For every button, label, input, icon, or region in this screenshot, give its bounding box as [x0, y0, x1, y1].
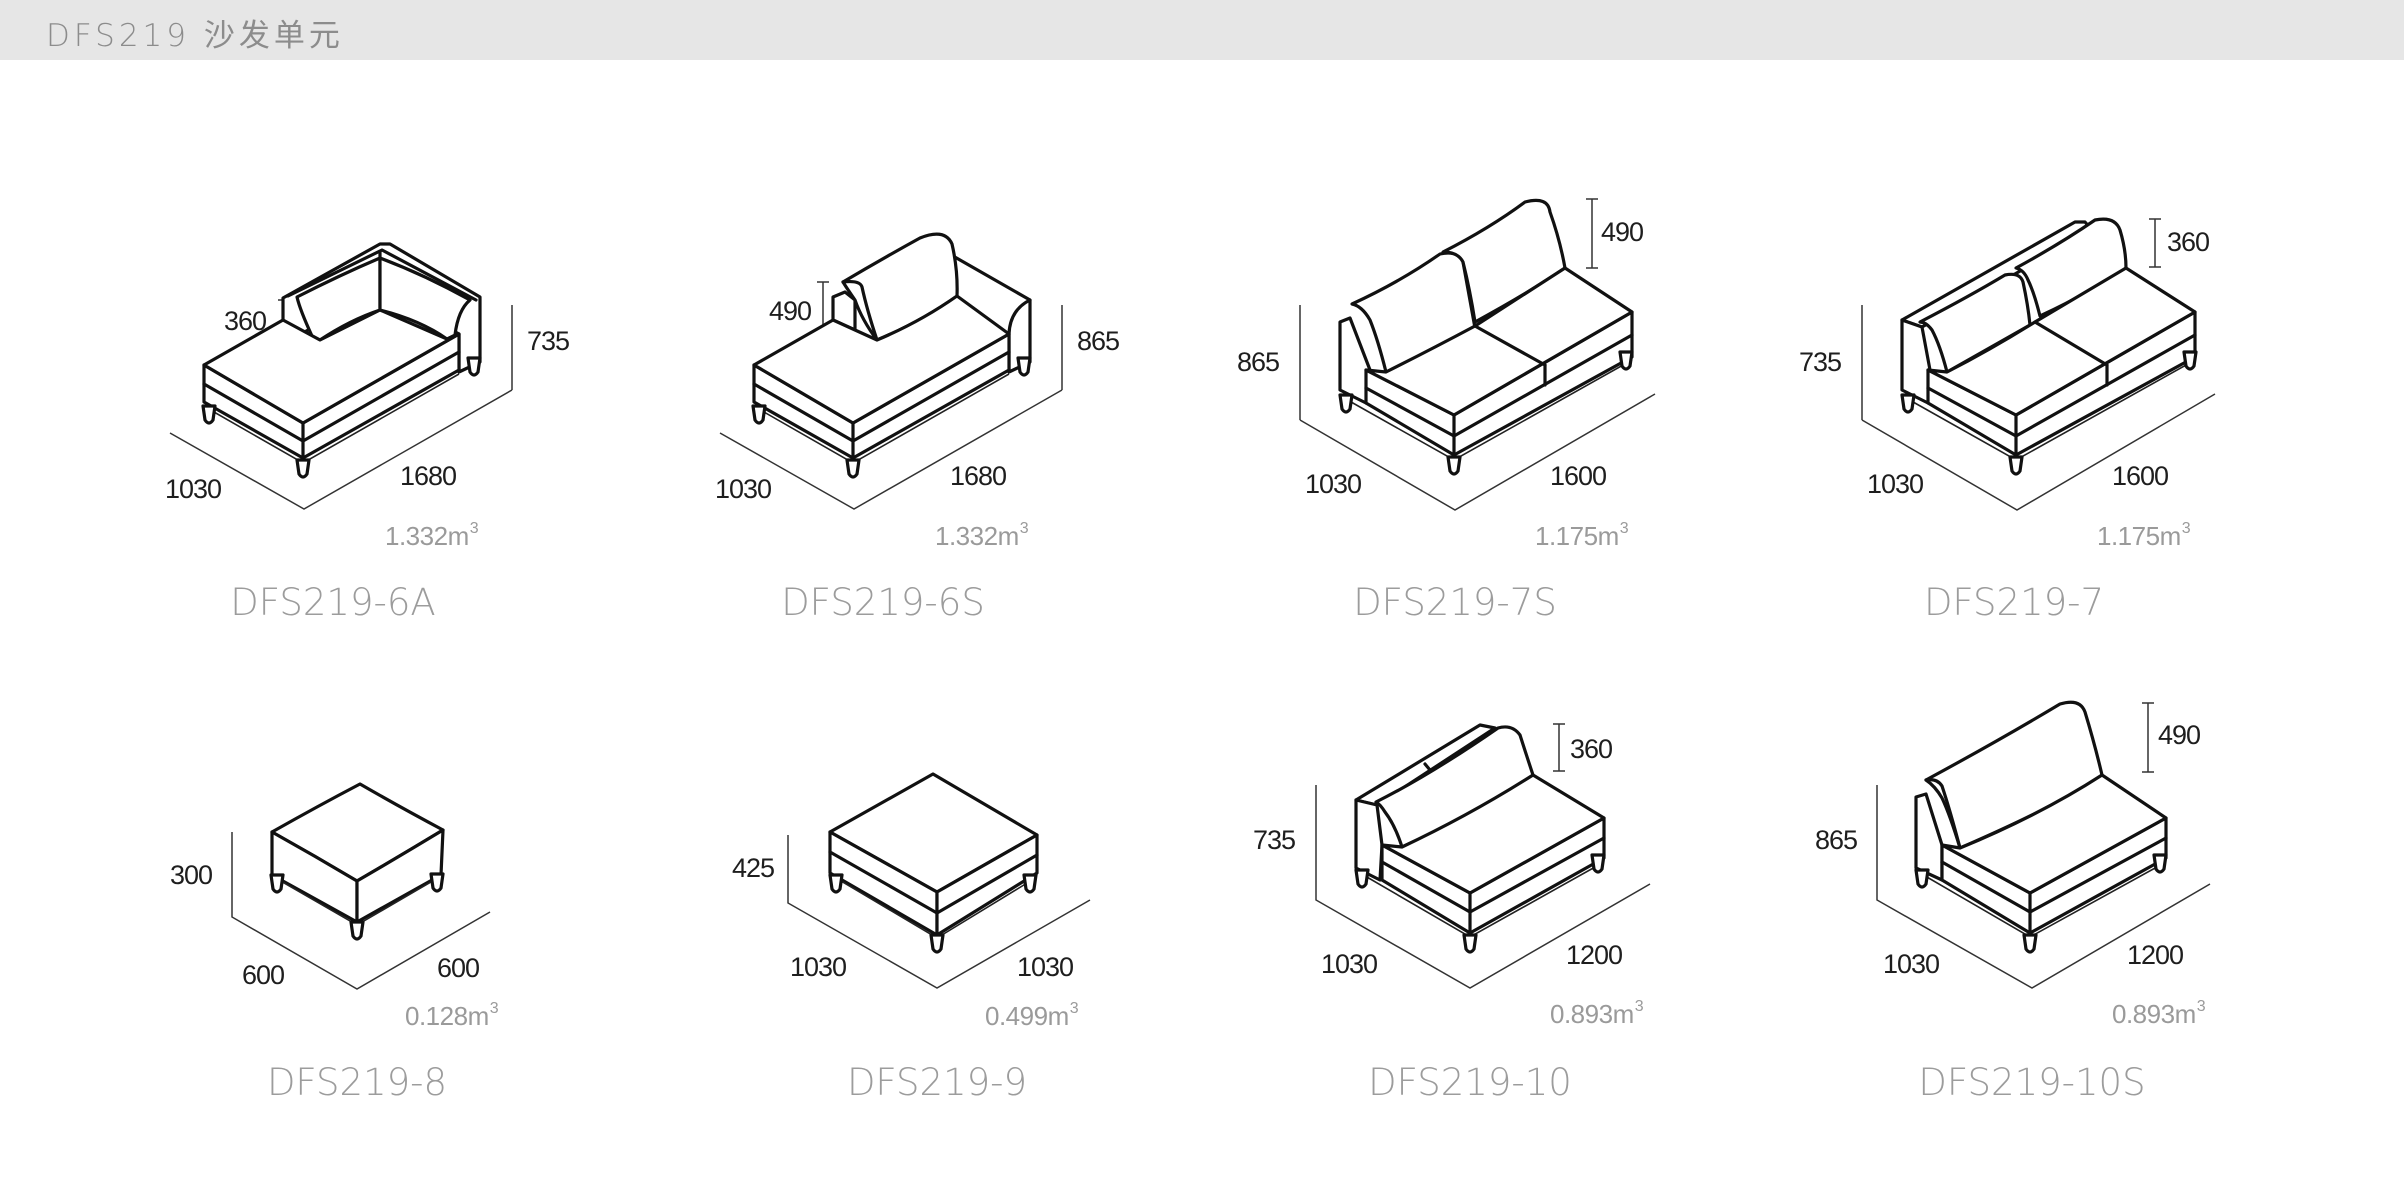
width-label: 1680: [400, 461, 457, 491]
back-height-label: 490: [1601, 217, 1644, 247]
ottoman-drawing-9: [787, 772, 1091, 989]
sofa-drawing-6s: [719, 232, 1063, 510]
width-label: 1600: [2112, 461, 2169, 491]
depth-label: 1030: [165, 474, 222, 504]
volume-label: 1.332m3: [935, 520, 1029, 551]
back-height-label: 360: [2167, 227, 2210, 257]
sofa-drawing-7s: [1299, 198, 1656, 511]
depth-label: 1030: [790, 952, 847, 982]
model-label: DFS219-6S: [781, 581, 985, 624]
height-label: 865: [1815, 825, 1858, 855]
width-label: 1680: [950, 461, 1007, 491]
depth-label: 600: [242, 960, 285, 990]
height-label: 300: [170, 860, 213, 890]
height-label: 735: [1799, 347, 1842, 377]
volume-label: 1.332m3: [385, 520, 479, 551]
volume-label: 1.175m3: [1535, 520, 1629, 551]
volume-label: 0.499m3: [985, 1000, 1079, 1031]
width-label: 1200: [2127, 940, 2184, 970]
ottoman-drawing-8: [231, 782, 491, 990]
height-label: 865: [1077, 326, 1120, 356]
back-height-label: 490: [769, 296, 812, 326]
volume-label: 0.893m3: [1550, 998, 1644, 1029]
height-label: 425: [732, 853, 775, 883]
model-label: DFS219-10S: [1918, 1061, 2146, 1104]
back-height-label: 490: [2158, 720, 2201, 750]
volume-label: 0.893m3: [2112, 998, 2206, 1029]
model-label: DFS219-7S: [1353, 581, 1557, 624]
sofa-drawing-10: [1315, 723, 1651, 989]
back-height-label: 360: [224, 306, 267, 336]
depth-label: 1030: [1883, 949, 1940, 979]
page-header: DFS219 沙发单元: [0, 0, 2404, 60]
volume-label: 1.175m3: [2097, 520, 2191, 551]
depth-label: 1030: [1305, 469, 1362, 499]
model-label: DFS219-7: [1923, 581, 2105, 624]
height-label: 735: [527, 326, 570, 356]
sofa-drawing-6a: [169, 242, 513, 510]
back-height-label: 360: [1570, 734, 1613, 764]
depth-label: 1030: [715, 474, 772, 504]
depth-label: 1030: [1867, 469, 1924, 499]
width-label: 1030: [1017, 952, 1074, 982]
model-label: DFS219-9: [846, 1061, 1028, 1104]
page-title: DFS219 沙发单元: [46, 18, 344, 54]
volume-label: 0.128m3: [405, 1000, 499, 1031]
height-label: 865: [1237, 347, 1280, 377]
height-label: 735: [1253, 825, 1296, 855]
model-label: DFS219-6A: [230, 581, 436, 624]
depth-label: 1030: [1321, 949, 1378, 979]
width-label: 600: [437, 953, 480, 983]
sofa-drawing-10s: [1876, 700, 2211, 989]
model-label: DFS219-10: [1368, 1061, 1572, 1104]
width-label: 1200: [1566, 940, 1623, 970]
width-label: 1600: [1550, 461, 1607, 491]
model-label: DFS219-8: [266, 1061, 448, 1104]
sofa-drawing-7: [1861, 217, 2216, 511]
